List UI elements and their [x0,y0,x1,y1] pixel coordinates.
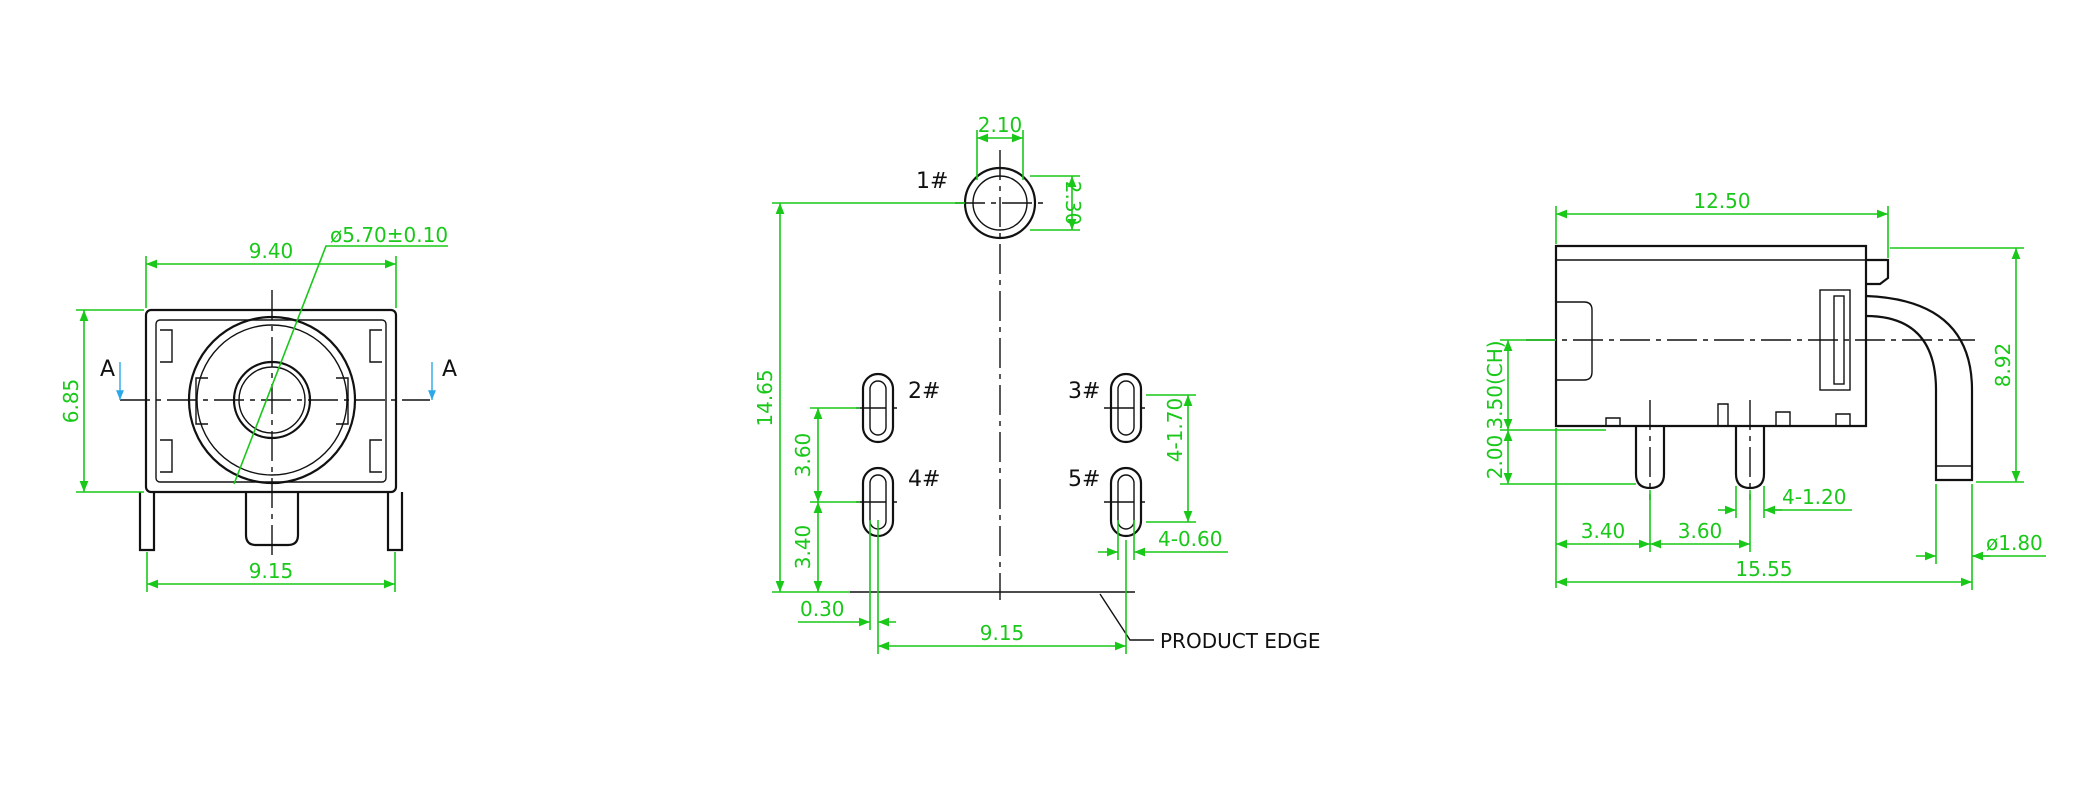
dim-center-height: 3.50(CH) [1483,340,1507,429]
dim-pin-height: 2.00 [1483,435,1507,480]
jack-tab-right [336,377,349,425]
dim-height: 6.85 [59,379,83,424]
front-view: A A 9.40 ø5.70±0.10 6.85 9.15 [59,223,457,592]
pin5-slot [1104,466,1148,538]
section-label-right: A [442,357,457,382]
dim-plug-diameter: ø1.80 [1986,531,2043,555]
right-bracket [369,329,382,473]
dim-pin-width: 4-1.20 [1782,485,1846,509]
dim-edge-offset: 0.30 [800,597,845,621]
pin3-slot [1104,372,1148,444]
dim-body-length: 12.50 [1693,189,1750,213]
pin3-label: 3# [1068,379,1100,404]
front-pin-left [138,492,156,552]
dim-pin-offset: 3.40 [1581,519,1626,543]
section-label-left: A [100,357,115,382]
dim-slot-width: 4-0.60 [1158,527,1222,551]
side-body [1554,244,1868,428]
dim-pin-span-pcb: 9.15 [980,621,1025,645]
dim-hole-width: 2.10 [978,113,1023,137]
front-housing [144,308,398,494]
pin1-label: 1# [916,169,948,194]
side-bent-contact [1865,294,1974,482]
pin2-slot [856,372,900,444]
dim-total-height: 14.65 [753,369,777,426]
dim-slot-length: 4-1.70 [1163,398,1187,462]
dim-row-spacing: 3.60 [791,433,815,478]
dim-pin-pitch: 3.60 [1678,519,1723,543]
diameter-leader [233,245,448,485]
left-bracket [160,329,173,473]
pcb-layout-view: 1# 2.10 2.30 2# 3# 4# [753,113,1320,654]
pin4-label: 4# [908,467,940,492]
front-pin-right [386,492,404,552]
front-housing-inner [155,319,387,483]
side-view: 12.50 8.92 3.50(CH) 2.00 3.40 3.60 4-1.2… [1483,189,2046,590]
dim-row-to-edge: 3.40 [791,525,815,570]
product-edge-label: PRODUCT EDGE [1160,629,1320,653]
dim-hole-height: 2.30 [1061,181,1085,226]
dim-width-top: 9.40 [249,239,294,263]
pin2-label: 2# [908,379,940,404]
dim-pin-span-front: 9.15 [249,559,294,583]
dim-total-length: 15.55 [1735,557,1792,581]
dim-diameter: ø5.70±0.10 [330,223,448,247]
jack-tab-left [195,377,208,425]
dim-overall-height: 8.92 [1991,343,2015,388]
product-edge-leader [1099,593,1154,641]
pin5-label: 5# [1068,467,1100,492]
